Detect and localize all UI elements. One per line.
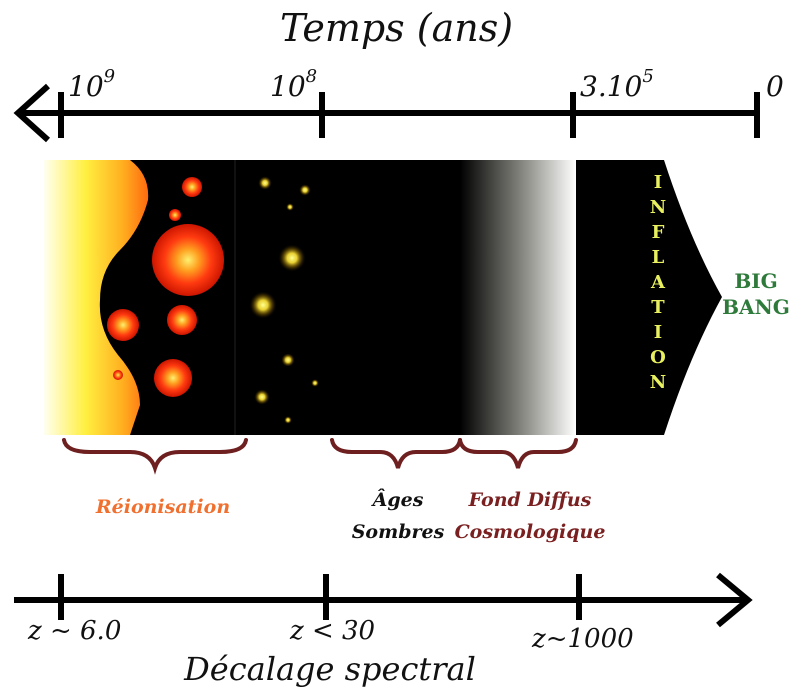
star-glow: [278, 244, 306, 272]
redshift-tick-label: z < 30: [290, 616, 376, 646]
redshift-tick-label: z ~ 6.0: [28, 616, 122, 646]
time-tick-label: 0: [766, 70, 784, 103]
reionisation-brace: [62, 438, 248, 475]
ionised-bubble: [113, 370, 123, 380]
dark-ages-brace: [330, 438, 462, 469]
inflation-letter: L: [651, 247, 665, 268]
star-glow: [254, 389, 270, 405]
time-axis-title: Temps (ans): [279, 6, 514, 50]
ionised-bubble: [167, 305, 197, 335]
redshift-axis: [14, 572, 753, 628]
era-braces: [62, 438, 578, 475]
inflation-letter: F: [651, 222, 665, 243]
star-glow: [258, 176, 272, 190]
time-tick-label: 108: [270, 66, 318, 103]
cmb-label: Fond Diffus Cosmologique: [440, 484, 620, 548]
cmb-line1: Fond Diffus: [468, 489, 592, 511]
ionised-bubble: [154, 359, 192, 397]
inflation-letter: I: [653, 172, 663, 193]
cmb-brace: [458, 438, 578, 469]
redshift-axis-title: Décalage spectral: [184, 650, 476, 688]
star-glow: [299, 184, 311, 196]
reionisation-region: [44, 160, 224, 435]
inflation-letter: I: [653, 322, 663, 343]
right-arrowhead: [716, 572, 753, 628]
inflation-letter: N: [649, 197, 667, 218]
time-axis: [13, 83, 760, 143]
first-stars: [249, 176, 319, 424]
reionisation-label: Réionisation: [95, 496, 231, 518]
ionised-bubble: [152, 224, 224, 296]
inflation-letter: T: [651, 297, 665, 318]
dark-ages-line2: Sombres: [351, 521, 445, 543]
inflation-letter: O: [650, 347, 666, 368]
dark-ages-label: Âges Sombres: [338, 484, 458, 548]
redshift-tick-label: z~1000: [532, 624, 634, 654]
dark-ages-line1: Âges: [372, 489, 424, 511]
time-tick-label: 3.105: [580, 66, 654, 103]
inflation-letter: N: [649, 372, 667, 393]
big-bang-edge: [664, 160, 722, 435]
cmb-line2: Cosmologique: [454, 521, 606, 543]
ionised-bubble: [182, 177, 202, 197]
star-glow: [281, 353, 295, 367]
time-tick-label: 109: [68, 66, 116, 103]
big-bang-label: BIG BANG: [711, 268, 793, 320]
star-glow: [249, 291, 277, 319]
star-glow: [284, 416, 292, 424]
big-bang-line2: BANG: [722, 295, 790, 319]
cmb-gradient: [460, 160, 576, 435]
ionised-bubble: [107, 309, 139, 341]
left-arrowhead: [13, 83, 51, 143]
inflation-letter: A: [651, 272, 665, 293]
ionised-bubble: [169, 209, 181, 221]
big-bang-line1: BIG: [734, 269, 778, 293]
star-glow: [286, 203, 294, 211]
star-glow: [311, 379, 319, 387]
